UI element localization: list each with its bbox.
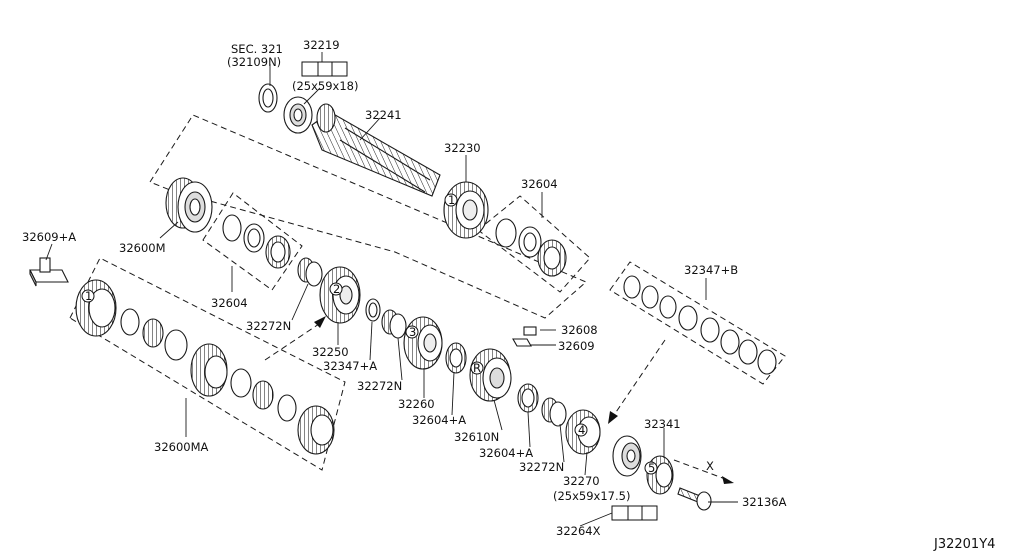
callout-r: R bbox=[473, 361, 481, 375]
label-32604a-a: 32604+A bbox=[412, 413, 466, 427]
label-sec321: SEC. 321 bbox=[231, 42, 283, 56]
synchro-ring-32604a-a bbox=[445, 342, 467, 374]
dashed-arrow-right bbox=[611, 339, 666, 419]
label-32609a: 32609+A bbox=[22, 230, 76, 244]
detent-spring-32608 bbox=[523, 326, 537, 336]
callout-4: 4 bbox=[578, 423, 585, 437]
bearing-32264x bbox=[612, 435, 642, 477]
label-32600ma: 32600MA bbox=[154, 440, 209, 454]
dashed-arrow-right-head bbox=[608, 411, 618, 424]
label-32272n-b: 32272N bbox=[357, 379, 402, 393]
synchro-ring-set-32604-mid bbox=[222, 214, 291, 269]
label-32604a-b: 32604+A bbox=[479, 446, 533, 460]
diagram-id: J32201Y4 bbox=[933, 537, 995, 552]
leader-lines bbox=[45, 52, 738, 527]
callout-3: 3 bbox=[409, 325, 416, 339]
size-box-32264x bbox=[611, 505, 658, 521]
thrust-washers-32347b bbox=[623, 275, 777, 375]
snap-ring-sec321 bbox=[258, 83, 278, 113]
callout-1b: 1 bbox=[85, 289, 92, 303]
label-x-mark: X bbox=[706, 459, 714, 473]
label-32270: 32270 bbox=[563, 474, 600, 488]
group-outline-synchro-mid bbox=[202, 192, 303, 291]
label-32608: 32608 bbox=[561, 323, 598, 337]
reverse-hub-32610n bbox=[469, 348, 512, 402]
label-32230: 32230 bbox=[444, 141, 481, 155]
label-32270-size: (25x59x17.5) bbox=[553, 489, 630, 503]
label-sec321-sub: (32109N) bbox=[227, 55, 281, 69]
label-32136a: 32136A bbox=[742, 495, 787, 509]
bearing-32219 bbox=[283, 96, 313, 134]
label-32609: 32609 bbox=[558, 339, 595, 353]
synchro-ring-set-32604-top bbox=[495, 218, 567, 277]
label-32600m: 32600M bbox=[119, 241, 166, 255]
dashed-arrow-left-head bbox=[314, 316, 326, 328]
needle-bearing-32272n-b bbox=[381, 309, 407, 339]
dashed-arrow-left bbox=[264, 321, 323, 361]
callout-circle-r: R bbox=[470, 361, 484, 375]
label-32219-size: (25x59x18) bbox=[292, 79, 358, 93]
arrow-32136a-head bbox=[722, 476, 734, 484]
group-outline-32347b bbox=[609, 261, 786, 385]
label-32219: 32219 bbox=[303, 38, 340, 52]
label-32264x: 32264X bbox=[556, 524, 601, 538]
label-32272n-c: 32272N bbox=[519, 460, 564, 474]
label-32604-top: 32604 bbox=[521, 177, 558, 191]
synchro-ring-32604a-b bbox=[517, 383, 539, 413]
callout-circle-1a: 1 bbox=[444, 193, 458, 207]
dashed-line-32136a bbox=[673, 459, 729, 481]
bolt-32136a bbox=[677, 487, 712, 511]
group-outline-32600ma bbox=[69, 257, 346, 471]
synchro-hub-32600m bbox=[165, 177, 213, 233]
callout-circle-1b: 1 bbox=[81, 289, 95, 303]
label-32341: 32341 bbox=[644, 417, 681, 431]
main-shaft-32241 bbox=[311, 103, 441, 197]
thrust-washer-32347a bbox=[365, 298, 381, 322]
callout-circle-4: 4 bbox=[574, 423, 588, 437]
shift-key-32609 bbox=[512, 338, 532, 347]
label-32260: 32260 bbox=[398, 397, 435, 411]
size-box-32219 bbox=[301, 61, 348, 77]
label-32347b: 32347+B bbox=[684, 263, 738, 277]
needle-bearing-32272n-c bbox=[541, 397, 567, 427]
shift-key-32609a bbox=[29, 257, 69, 287]
gear-assembly-32600ma bbox=[75, 279, 335, 455]
label-32604-mid: 32604 bbox=[211, 296, 248, 310]
gear-32230 bbox=[443, 181, 489, 239]
label-32250: 32250 bbox=[312, 345, 349, 359]
callout-5: 5 bbox=[648, 461, 655, 475]
callout-1a: 1 bbox=[448, 193, 455, 207]
callout-circle-3: 3 bbox=[405, 325, 419, 339]
gear-32250 bbox=[319, 266, 361, 324]
callout-circle-5: 5 bbox=[644, 461, 658, 475]
group-outline-mainshaft bbox=[149, 114, 587, 319]
label-32347a: 32347+A bbox=[323, 359, 377, 373]
label-32610n: 32610N bbox=[454, 430, 499, 444]
label-32241: 32241 bbox=[365, 108, 402, 122]
label-32272n-a: 32272N bbox=[246, 319, 291, 333]
callout-circle-2: 2 bbox=[329, 282, 343, 296]
needle-bearing-32272n-a bbox=[297, 257, 323, 287]
callout-2: 2 bbox=[333, 282, 340, 296]
